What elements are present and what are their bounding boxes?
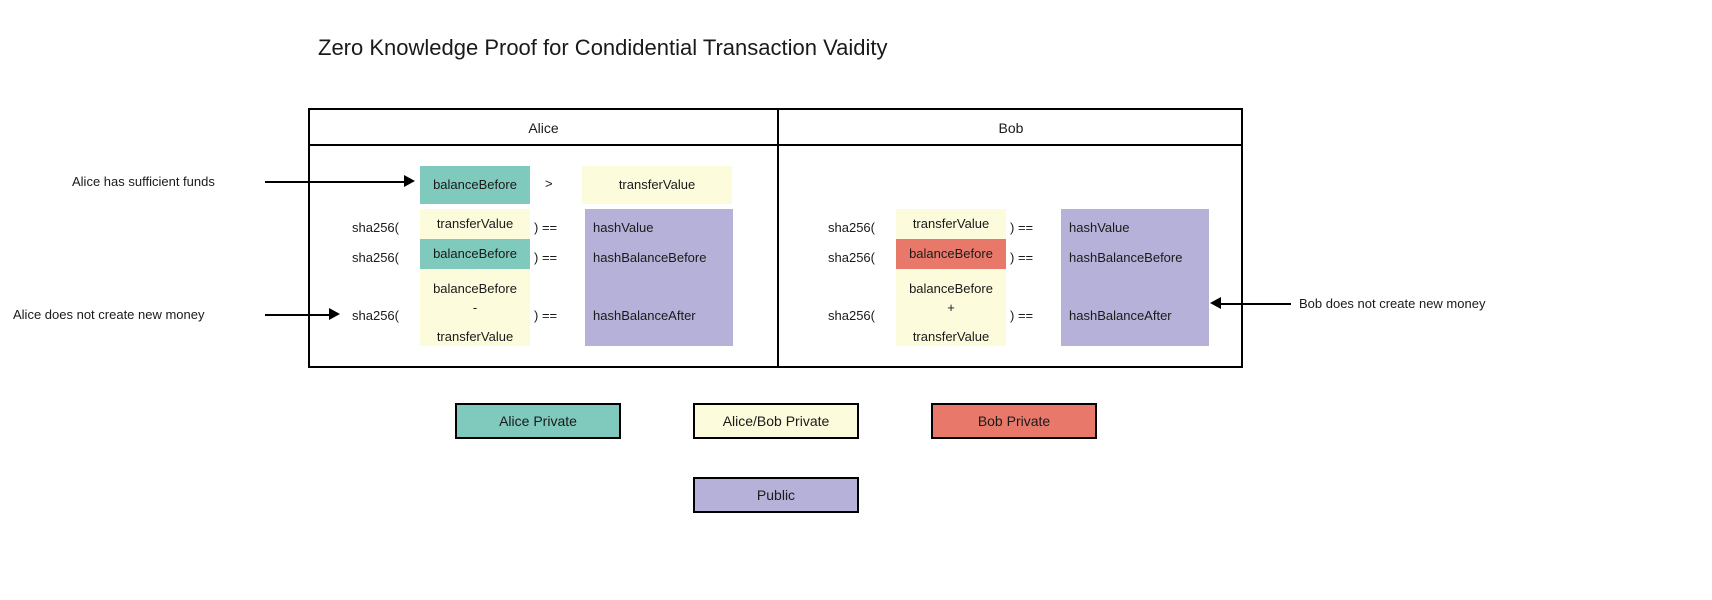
alice-public-hash-block: hashValue hashBalanceBefore hashBalanceA… xyxy=(585,209,733,346)
alice-hash-row-0-argument: transferValue xyxy=(420,209,530,239)
annotation-arrow-line-right xyxy=(1221,303,1291,305)
bob-hash-row-1-argument: balanceBefore xyxy=(896,239,1006,269)
alice-hash-row-2-argument-background xyxy=(420,269,530,346)
bob-hash-row-2-argument-line-1: + xyxy=(947,300,955,315)
legend-alice-private: Alice Private xyxy=(455,403,621,439)
bob-hash-row-1-fn-close: ) == xyxy=(1010,250,1034,265)
alice-hash-row-1-argument: balanceBefore xyxy=(420,239,530,269)
proof-table: Alice Bob balanceBefore > transferValue … xyxy=(308,108,1243,368)
alice-hash-row-0-result: hashValue xyxy=(593,220,654,235)
bob-hash-row-1-result: hashBalanceBefore xyxy=(1069,250,1183,265)
alice-sufficiency-right-value: transferValue xyxy=(582,166,732,204)
column-header-bob: Bob xyxy=(777,110,1243,146)
alice-hash-row-2-argument-stack: balanceBefore - xyxy=(420,269,530,327)
annotation-arrow-head-top-icon xyxy=(404,175,415,187)
annotation-bob-no-new-money: Bob does not create new money xyxy=(1299,296,1486,311)
bob-hash-row-0-result: hashValue xyxy=(1069,220,1130,235)
alice-hash-row-2-argument-line-1: - xyxy=(472,300,478,315)
bob-hash-row-2-fn-open: sha256( xyxy=(828,308,875,323)
alice-hash-row-0-fn-open: sha256( xyxy=(352,220,399,235)
alice-hash-row-2-result: hashBalanceAfter xyxy=(593,308,696,323)
alice-hash-row-2-fn-close: ) == xyxy=(534,308,558,323)
annotation-arrow-line-top xyxy=(265,181,405,183)
annotation-arrow-head-right-icon xyxy=(1210,297,1221,309)
alice-sufficiency-left-value: balanceBefore xyxy=(420,166,530,204)
table-header-row: Alice Bob xyxy=(310,110,1241,146)
alice-hash-row-2-argument-line-0: balanceBefore xyxy=(433,281,517,296)
alice-hash-row-1-result: hashBalanceBefore xyxy=(593,250,707,265)
page-title: Zero Knowledge Proof for Condidential Tr… xyxy=(318,35,888,60)
legend-public: Public xyxy=(693,477,859,513)
bob-hash-row-0-fn-open: sha256( xyxy=(828,220,875,235)
alice-hash-row-2-argument-line-2: transferValue xyxy=(436,329,514,344)
bob-hash-row-0-argument: transferValue xyxy=(896,209,1006,239)
alice-hash-row-0-fn-close: ) == xyxy=(534,220,558,235)
bob-hash-row-2-argument-line-2: transferValue xyxy=(912,329,990,344)
annotation-alice-sufficient-funds: Alice has sufficient funds xyxy=(72,174,215,189)
alice-hash-row-2-fn-open: sha256( xyxy=(352,308,399,323)
column-header-alice: Alice xyxy=(528,120,559,136)
bob-public-hash-block: hashValue hashBalanceBefore hashBalanceA… xyxy=(1061,209,1209,346)
bob-hash-row-2-fn-close: ) == xyxy=(1010,308,1034,323)
annotation-arrow-head-bottom-icon xyxy=(329,308,340,320)
legend-bob-private: Bob Private xyxy=(931,403,1097,439)
bob-hash-row-1-fn-open: sha256( xyxy=(828,250,875,265)
annotation-alice-no-new-money: Alice does not create new money xyxy=(13,307,205,322)
annotation-arrow-line-bottom xyxy=(265,314,330,316)
bob-hash-row-2-argument-stack: balanceBefore + xyxy=(896,269,1006,327)
alice-hash-row-1-fn-close: ) == xyxy=(534,250,558,265)
bob-hash-row-2-argument-line-0: balanceBefore xyxy=(909,281,993,296)
column-divider xyxy=(777,146,779,368)
legend-alice-bob-private: Alice/Bob Private xyxy=(693,403,859,439)
bob-hash-row-0-fn-close: ) == xyxy=(1010,220,1034,235)
bob-hash-row-2-result: hashBalanceAfter xyxy=(1069,308,1172,323)
alice-sufficiency-operator: > xyxy=(545,176,553,191)
alice-hash-row-1-fn-open: sha256( xyxy=(352,250,399,265)
bob-hash-row-2-argument-background xyxy=(896,269,1006,346)
